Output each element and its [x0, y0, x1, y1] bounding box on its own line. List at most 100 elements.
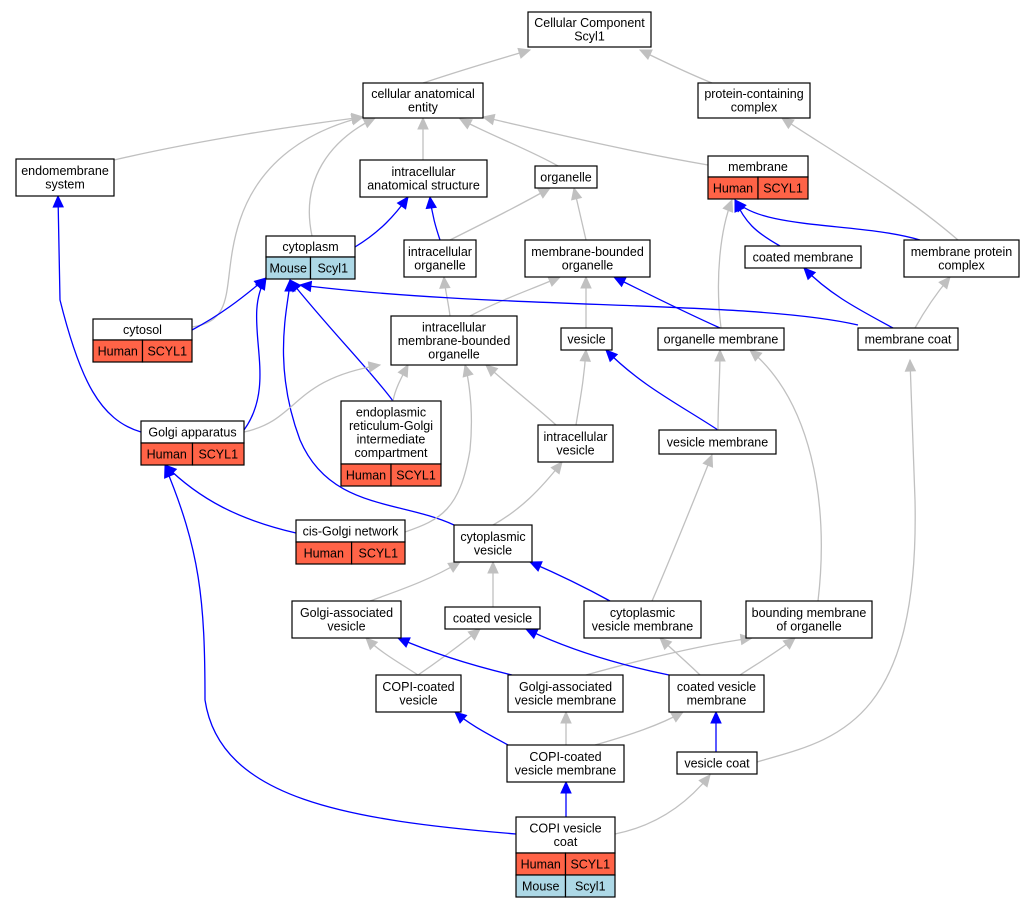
edge-iv-to-imbo-arrowhead [485, 364, 499, 377]
edge-endo-to-cae [113, 116, 364, 161]
edge-cvm-to-cytves [529, 561, 611, 602]
edge-orgmem-to-membrane [717, 199, 733, 329]
node-box [375, 674, 462, 713]
edge-coatedvm-to-bmo-arrowhead [782, 637, 796, 650]
node-vescoat[interactable]: vesicle coat [676, 751, 758, 775]
edge-mpc-to-membrane-arrowhead [734, 199, 747, 213]
node-label-line: anatomical structure [367, 179, 480, 193]
node-box [668, 674, 765, 713]
edge-cytoplasm-to-cae-arrowhead [362, 117, 377, 129]
edge-vescoat-to-coatedvm-arrowhead [710, 710, 722, 724]
edge-orgmem-to-mbo [613, 276, 721, 329]
edge-copicvm-to-gavm-arrowhead [560, 710, 572, 724]
node-box [658, 429, 777, 455]
node-label-line: complex [731, 101, 778, 115]
edge-mpc-to-pcc [781, 117, 959, 241]
node-memcoat[interactable]: membrane coat [857, 327, 959, 351]
node-label-line: system [45, 178, 85, 192]
annotation-species: Human [304, 547, 344, 561]
node-organelle[interactable]: organelle [534, 165, 598, 189]
annotation-gene: SCYL1 [396, 469, 436, 483]
edge-gavm-to-gav [397, 637, 513, 676]
node-label-line: intracellular [392, 165, 456, 179]
node-box [515, 816, 616, 854]
node-label-line: intracellular [544, 430, 608, 444]
node-vesicle[interactable]: vesicle [560, 327, 613, 351]
annotation-species: Human [346, 469, 386, 483]
annotation-species: Human [147, 448, 187, 462]
node-label-line: Golgi-associated [519, 680, 612, 694]
edge-coatedvm-to-cvm-arrowhead [659, 637, 673, 651]
edge-mpc-to-pcc-arrowhead [780, 117, 795, 130]
node-coatedmem[interactable]: coated membrane [744, 245, 862, 269]
edge-golgi-to-imbo [243, 364, 381, 433]
node-box [444, 606, 541, 630]
edge-iv-to-vesicle-arrowhead [579, 348, 591, 362]
annotation-species: Mouse [269, 262, 307, 276]
node-label-line: COPI-coated [529, 750, 601, 764]
node-label-line: endomembrane [21, 164, 109, 178]
node-label-line: vesicle [567, 332, 605, 346]
node-label-line: cellular anatomical [371, 87, 475, 101]
edge-iv-to-imbo [485, 364, 557, 426]
node-label-line: coat [554, 835, 578, 849]
edge-pcc-to-root [639, 49, 713, 84]
edge-copicoat-to-golgi [164, 465, 517, 835]
edge-copicvm-to-coatedvm-arrowhead [670, 711, 685, 723]
node-label-line: Golgi apparatus [148, 425, 236, 439]
edge-vesicle-to-mbo-arrowhead [580, 275, 592, 289]
node-label-line: coated vesicle [677, 680, 756, 694]
edge-bmo-to-orgmem-arrowhead [749, 349, 763, 362]
edge-cisgolgi-to-imbo-arrowhead [462, 363, 474, 378]
node-coatedves[interactable]: coated vesicle [444, 606, 541, 630]
node-ergic[interactable]: endoplasmicreticulum-Golgiintermediateco… [340, 400, 442, 487]
edge-imbo-to-mbo [469, 276, 561, 317]
node-label-line: COPI vesicle [529, 822, 601, 836]
edge-gavm-to-gav-arrowhead [396, 637, 411, 648]
edge-orgmem-to-membrane-arrowhead [722, 198, 734, 213]
edge-membrane-to-cae [482, 116, 709, 166]
node-label-line: organelle membrane [664, 332, 779, 346]
node-box [15, 158, 115, 197]
edge-pcc-to-root-arrowhead [638, 49, 653, 61]
node-label-line: vesicle [556, 444, 594, 458]
edge-coatedvm-to-coatedves-arrowhead [524, 628, 539, 640]
node-orgmem[interactable]: organelle membrane [657, 327, 785, 351]
node-label-line: cytoplasm [282, 240, 338, 254]
node-box [291, 600, 402, 639]
node-label-line: bounding membrane [752, 606, 867, 620]
edge-membrane-to-cae-arrowhead [481, 113, 496, 126]
node-label-line: of organelle [776, 620, 841, 634]
node-vesmem[interactable]: vesicle membrane [658, 429, 777, 455]
edge-cytves-to-iv [492, 461, 563, 526]
node-label-line: vesicle membrane [592, 620, 693, 634]
edge-cvm-to-vesmem-arrowhead [702, 453, 714, 468]
edge-cae-to-root-arrowhead [517, 47, 532, 59]
